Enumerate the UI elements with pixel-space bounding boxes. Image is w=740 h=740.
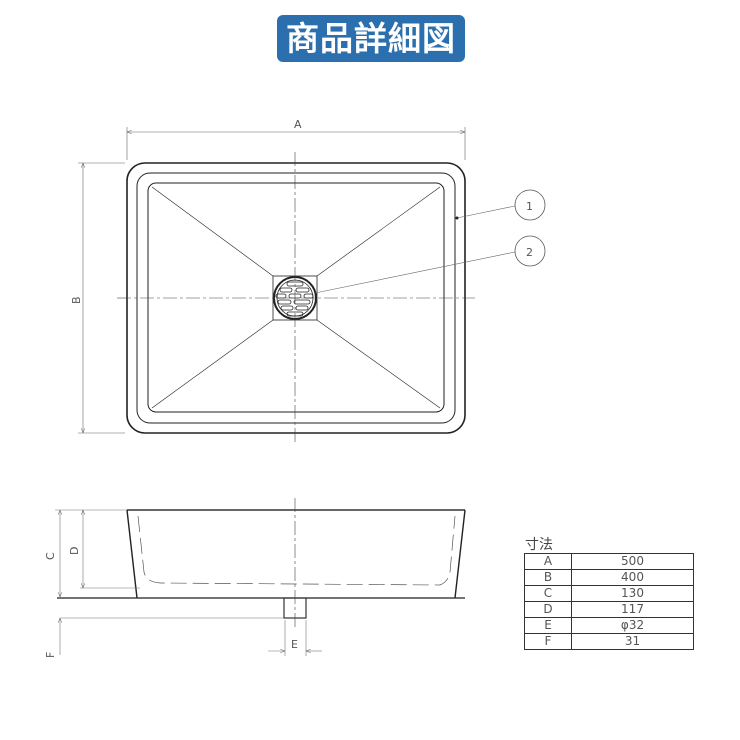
dim-key: F — [524, 633, 572, 650]
basin-bottom — [147, 182, 445, 413]
dim-value: 500 — [571, 553, 694, 570]
dim-value: 400 — [571, 569, 694, 586]
dimension-lines — [78, 127, 516, 434]
dim-key: E — [524, 617, 572, 634]
dim-value: 130 — [571, 585, 694, 602]
label-b: B — [70, 296, 83, 304]
callout-1-text: 1 — [526, 200, 533, 213]
callout-1 — [514, 189, 546, 221]
dim-value: φ32 — [571, 617, 694, 634]
dim-key: B — [524, 569, 572, 586]
dim-key: D — [524, 601, 572, 618]
label-d: D — [68, 547, 81, 555]
label-c: C — [44, 552, 57, 560]
dim-key: A — [524, 553, 572, 570]
dimensions-heading: 寸法 — [525, 537, 553, 553]
label-e: E — [291, 638, 298, 651]
label-a: A — [294, 118, 302, 131]
side-view — [55, 498, 466, 656]
top-view — [78, 127, 546, 443]
centerlines — [117, 152, 475, 443]
callout-2 — [514, 235, 546, 267]
callout-2-text: 2 — [526, 246, 533, 259]
dim-value: 117 — [571, 601, 694, 618]
label-f: F — [44, 652, 57, 658]
page-title: 商品詳細図 — [277, 15, 465, 62]
dim-key: C — [524, 585, 572, 602]
slope-lines — [151, 186, 441, 409]
dim-value: 31 — [571, 633, 694, 650]
